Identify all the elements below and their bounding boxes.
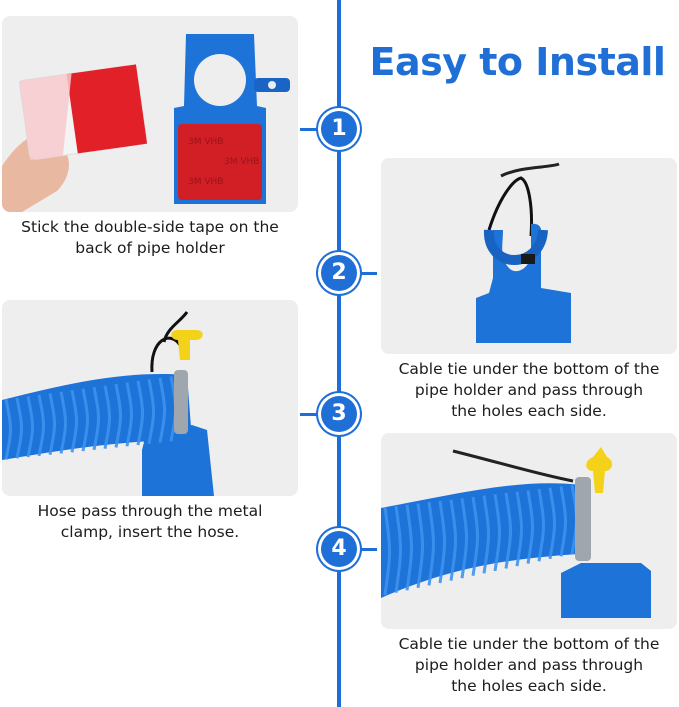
step-2-caption: Cable tie under the bottom of the pipe h… [381,359,677,422]
step-3-connector [300,413,320,416]
step-1-caption: Stick the double-side tape on the back o… [2,217,298,259]
step-3-caption: Hose pass through the metal clamp, inser… [2,501,298,543]
step-4-caption-line-1: Cable tie under the bottom of the [398,635,660,653]
step-2-image [381,158,677,354]
step-1-caption-line-1: Stick the double-side tape on the [21,218,279,236]
tape-print-3: 3M VHB [188,177,223,187]
step-3-caption-line-2: clamp, insert the hose. [60,523,240,541]
step-3-illustration [2,311,214,496]
step-1-illustration: 3M VHB 3M VHB 3M VHB [2,34,290,212]
step-2-caption-line-1: Cable tie under the bottom of the [398,360,660,378]
step-1-caption-line-2: back of pipe holder [75,239,225,257]
step-4-caption-line-3: the holes each side. [451,677,607,695]
step-2-caption-line-3: the holes each side. [451,402,607,420]
step-4-illustration [381,447,651,618]
step-3-image [2,300,298,496]
step-1-connector [300,128,320,131]
step-1-badge: 1 [321,111,357,147]
step-2-connector [357,272,377,275]
tape-print-2: 3M VHB [224,157,259,167]
step-2-caption-line-2: pipe holder and pass through [414,381,644,399]
step-3-badge: 3 [321,396,357,432]
step-4-caption: Cable tie under the bottom of the pipe h… [381,634,677,697]
step-4-badge: 4 [321,531,357,567]
tape-print-1: 3M VHB [188,137,223,147]
step-4-connector [357,548,377,551]
step-1-image: 3M VHB 3M VHB 3M VHB [2,16,298,212]
page-title: Easy to Install [369,40,666,84]
step-4-caption-line-2: pipe holder and pass through [414,656,644,674]
timeline-line [337,0,341,707]
step-4-image [381,433,677,629]
step-2-illustration [476,162,571,343]
step-2-badge: 2 [321,255,357,291]
step-3-caption-line-1: Hose pass through the metal [37,502,263,520]
